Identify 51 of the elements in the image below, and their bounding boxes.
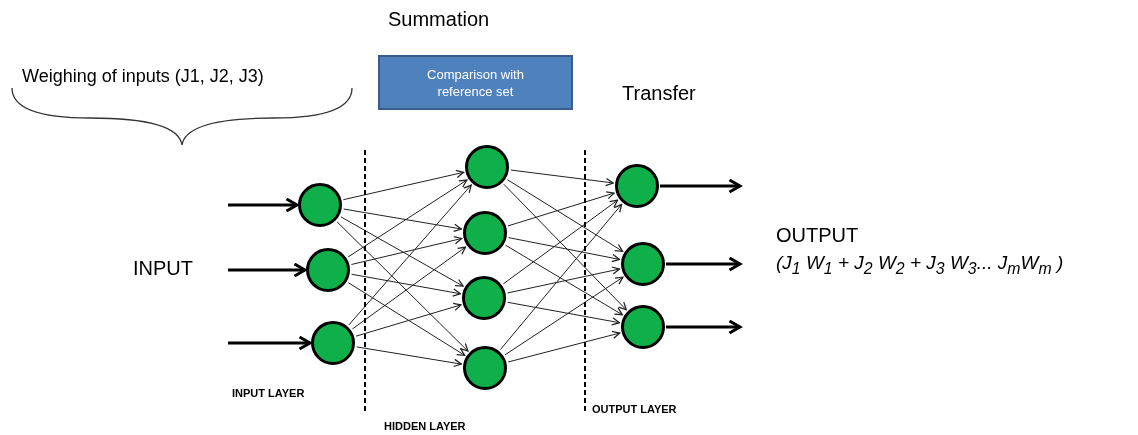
arrow — [350, 236, 463, 265]
neuron-circle — [298, 183, 342, 227]
box-text: Comparison with reference set — [426, 65, 525, 100]
neuron-circle — [306, 248, 350, 292]
layer-label: OUTPUT LAYER — [592, 403, 677, 415]
arrow — [356, 346, 462, 368]
arrow — [506, 179, 624, 252]
arrow — [507, 191, 615, 227]
arrow — [348, 184, 472, 326]
arrow — [342, 169, 465, 201]
arrow — [351, 246, 467, 330]
annotation-text: OUTPUT — [776, 224, 859, 247]
arrow — [503, 183, 627, 311]
arrow — [340, 216, 464, 287]
neuron-circle — [621, 305, 665, 349]
neuron-circle — [463, 346, 507, 390]
arrow — [506, 266, 621, 294]
arrow — [666, 319, 742, 335]
neuron-circle — [621, 242, 665, 286]
neuron-circle — [311, 321, 355, 365]
process-box — [378, 55, 573, 110]
arrow — [507, 330, 621, 363]
heading-text: Transfer — [622, 82, 696, 105]
arrow — [355, 302, 462, 337]
arrow — [499, 203, 623, 351]
arrow — [351, 273, 461, 297]
arrow — [505, 244, 623, 316]
arrow — [666, 256, 742, 272]
arrow — [502, 199, 619, 285]
arrow — [504, 276, 624, 356]
arrow — [336, 221, 469, 352]
neuron-circle — [462, 276, 506, 320]
formula-text: (J$_{1}$ W$_{1}$ + J$_{2}$ W$_{2}$ + J$_{3}$ W$_{3}$... J$_{m}$W$_{m}$ ) — [776, 252, 1064, 278]
neuron-circle — [465, 145, 509, 189]
arrow — [228, 335, 312, 351]
layer-label: HIDDEN LAYER — [384, 420, 466, 432]
arrow — [347, 179, 468, 258]
arrow — [343, 208, 462, 232]
annotation-text: INPUT — [133, 257, 193, 280]
arrow — [347, 282, 466, 356]
annotation-text: Weighing of inputs (J1, J2, J3) — [22, 66, 264, 87]
heading-text: Summation — [388, 8, 490, 31]
arrow — [508, 237, 621, 263]
arrow — [228, 262, 307, 278]
neuron-circle — [463, 211, 507, 255]
arrow — [510, 169, 614, 187]
arrow — [507, 301, 620, 326]
arrow — [228, 197, 299, 213]
layer-label: INPUT LAYER — [232, 387, 305, 399]
neuron-circle — [615, 164, 659, 208]
arrow — [660, 178, 742, 194]
